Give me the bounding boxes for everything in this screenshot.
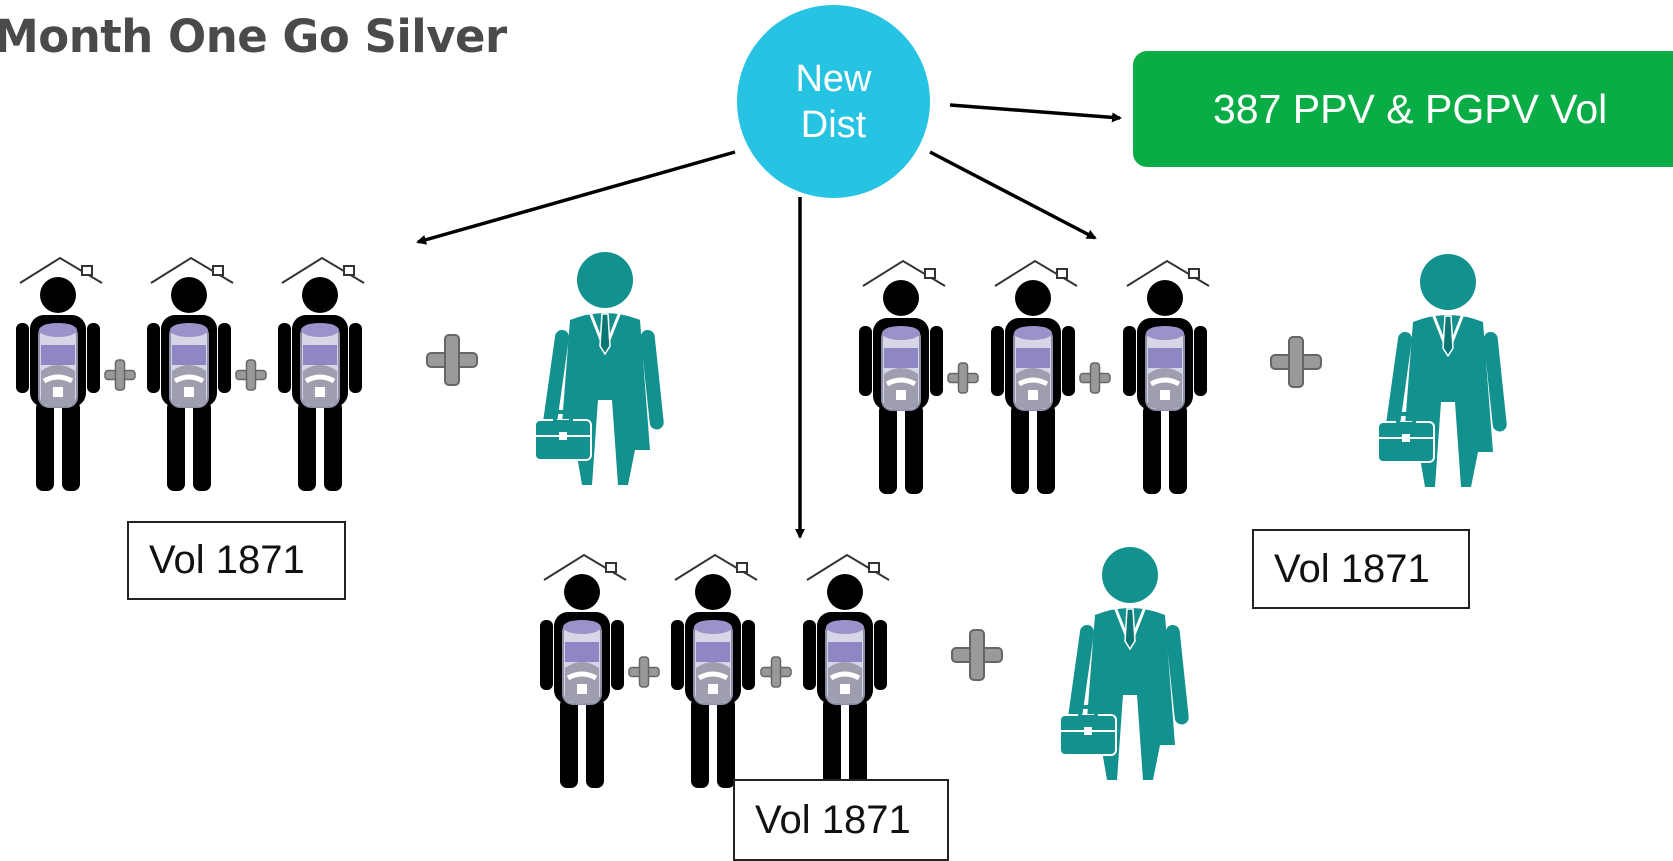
plus-icon (235, 359, 267, 391)
ppv-volume-box: 387 PPV & PGPV Vol (1133, 51, 1673, 167)
customer-icon (278, 258, 364, 491)
volume-label-left: Vol 1871 (127, 521, 346, 600)
plus-icon (947, 362, 979, 394)
group-left (16, 250, 667, 492)
customer-icon (803, 555, 889, 788)
hub-label-line1: New (795, 57, 872, 100)
plus-icon (104, 359, 136, 391)
arrow-to-result (949, 103, 1122, 123)
customer-icon (540, 555, 626, 788)
arrow-to-right-group (929, 150, 1097, 240)
volume-label-right: Vol 1871 (1252, 529, 1470, 609)
customer-icon (859, 261, 945, 494)
distributor-businessman-icon (533, 250, 667, 492)
plus-icon (760, 656, 792, 688)
distributor-businessman-icon (1058, 545, 1192, 787)
page-title: Month One Go Silver (0, 10, 507, 63)
plus-icon (426, 334, 478, 386)
plus-icon (628, 656, 660, 688)
customer-icon (1123, 261, 1209, 494)
new-distributor-node: New Dist (737, 5, 930, 198)
customer-icon (147, 258, 233, 491)
distributor-businessman-icon (1376, 252, 1510, 494)
plus-icon (1270, 336, 1322, 388)
customer-icon (991, 261, 1077, 494)
group-bottom (540, 545, 1192, 788)
customer-icon (16, 258, 102, 491)
volume-label-bottom: Vol 1871 (733, 779, 949, 861)
plus-icon (951, 629, 1003, 681)
group-right (859, 252, 1510, 494)
hub-label-line2: Dist (800, 103, 867, 146)
arrow-to-left-group (416, 150, 736, 245)
plus-icon (1079, 362, 1111, 394)
customer-icon (671, 555, 757, 788)
